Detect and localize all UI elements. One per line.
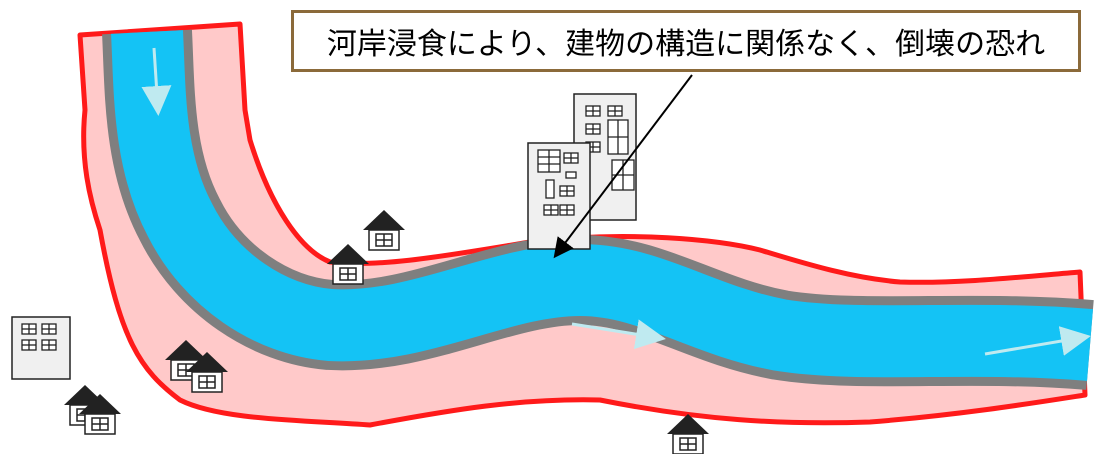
house-icon bbox=[666, 413, 710, 454]
building-icon bbox=[573, 93, 637, 221]
flow-arrow-icon bbox=[984, 326, 1091, 356]
flow-arrow-icon bbox=[141, 47, 172, 116]
building-icon bbox=[11, 316, 71, 380]
house-icon bbox=[362, 209, 406, 251]
callout-pointer bbox=[553, 74, 693, 259]
flow-arrow-icon bbox=[571, 319, 666, 350]
building-icon bbox=[527, 142, 591, 250]
house-icon bbox=[326, 243, 370, 285]
callout-box: 河岸浸食により、建物の構造に関係なく、倒壊の恐れ bbox=[291, 10, 1081, 72]
callout-text: 河岸浸食により、建物の構造に関係なく、倒壊の恐れ bbox=[326, 27, 1046, 62]
river-water bbox=[111, 30, 1093, 381]
